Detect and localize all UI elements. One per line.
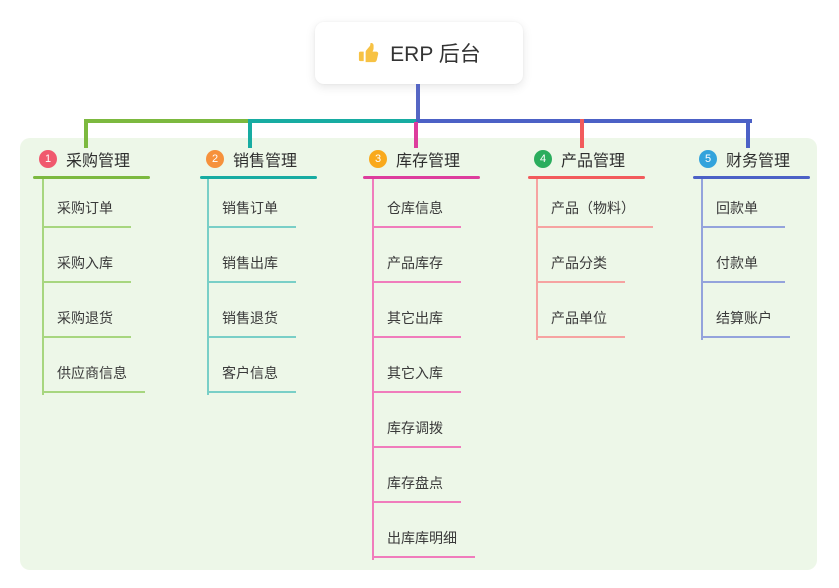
branch-children: 仓库信息产品库存其它出库其它入库库存调拨库存盘点出库库明细 — [372, 173, 475, 558]
branch-children: 回款单付款单结算账户 — [701, 173, 790, 338]
root-node[interactable]: ERP 后台 — [315, 22, 523, 84]
branch-node[interactable]: 5 财务管理 — [699, 148, 790, 170]
child-node[interactable]: 出库库明细 — [372, 503, 475, 558]
connector-horizontal-purchase — [86, 119, 252, 123]
branch-children: 产品（物料） 产品分类产品单位 — [536, 173, 653, 338]
child-node-label: 结算账户 — [716, 310, 772, 326]
connector-children-spine — [536, 179, 538, 340]
branch-children: 销售订单销售出库销售退货客户信息 — [207, 173, 296, 393]
child-node-label: 产品（物料） — [551, 200, 635, 216]
child-node[interactable]: 客户信息 — [207, 338, 296, 393]
child-node-label: 采购退货 — [57, 310, 113, 326]
connector-root-vertical — [416, 84, 420, 123]
child-node[interactable]: 产品（物料） — [536, 173, 653, 228]
child-node[interactable]: 采购退货 — [42, 283, 131, 338]
root-node-label: ERP 后台 — [390, 43, 481, 66]
branch-node[interactable]: 1 采购管理 — [39, 148, 130, 170]
branch-node[interactable]: 2 销售管理 — [206, 148, 297, 170]
child-node-label: 库存调拨 — [387, 420, 443, 436]
branch-children: 采购订单采购入库采购退货供应商信息 — [42, 173, 145, 393]
child-node[interactable]: 其它入库 — [372, 338, 461, 393]
branch-underline — [528, 176, 645, 179]
child-node[interactable]: 销售退货 — [207, 283, 296, 338]
connector-drop-branch-4 — [580, 119, 584, 148]
connector-drop-branch-3 — [414, 122, 418, 148]
branch-underline — [200, 176, 317, 179]
branch-underline — [693, 176, 810, 179]
branch-node-label: 库存管理 — [396, 153, 461, 170]
branch-underline — [33, 176, 150, 179]
branch-number-badge: 4 — [534, 150, 552, 168]
child-node[interactable]: 回款单 — [701, 173, 785, 228]
child-node-label: 产品单位 — [551, 310, 607, 326]
branch-node-label: 财务管理 — [726, 153, 791, 170]
thumbs-up-icon — [357, 42, 380, 65]
child-node-label: 采购订单 — [57, 200, 113, 216]
branch-number-badge: 2 — [206, 150, 224, 168]
child-node-label: 仓库信息 — [387, 200, 443, 216]
child-node-label: 销售订单 — [222, 200, 278, 216]
child-node[interactable]: 销售订单 — [207, 173, 296, 228]
child-node-label: 其它出库 — [387, 310, 443, 326]
child-node[interactable]: 产品分类 — [536, 228, 625, 283]
connector-children-spine — [372, 179, 374, 560]
branch-node[interactable]: 3 库存管理 — [369, 148, 460, 170]
child-node-label: 销售出库 — [222, 255, 278, 271]
connector-children-spine — [42, 179, 44, 395]
child-node[interactable]: 产品单位 — [536, 283, 625, 338]
child-node[interactable]: 销售出库 — [207, 228, 296, 283]
branch-node[interactable]: 4 产品管理 — [534, 148, 625, 170]
child-node-label: 产品库存 — [387, 255, 443, 271]
child-node-label: 销售退货 — [222, 310, 278, 326]
connector-drop-branch-2 — [248, 119, 252, 148]
child-node-label: 供应商信息 — [57, 365, 127, 381]
child-node[interactable]: 库存调拨 — [372, 393, 461, 448]
child-node[interactable]: 供应商信息 — [42, 338, 145, 393]
child-node-label: 产品分类 — [551, 255, 607, 271]
branch-node-label: 销售管理 — [233, 153, 298, 170]
child-node[interactable]: 其它出库 — [372, 283, 461, 338]
child-node-label: 客户信息 — [222, 365, 278, 381]
connector-children-spine — [701, 179, 703, 340]
child-node[interactable]: 库存盘点 — [372, 448, 461, 503]
branch-node-label: 产品管理 — [561, 153, 626, 170]
child-node-label: 库存盘点 — [387, 475, 443, 491]
child-node-label: 出库库明细 — [387, 530, 457, 546]
branch-number-badge: 1 — [39, 150, 57, 168]
branch-number-badge: 3 — [369, 150, 387, 168]
connector-horizontal-sales — [250, 119, 420, 123]
connector-horizontal-finance — [416, 119, 752, 123]
child-node[interactable]: 采购订单 — [42, 173, 131, 228]
child-node-label: 付款单 — [716, 255, 758, 271]
child-node-label: 采购入库 — [57, 255, 113, 271]
child-node[interactable]: 付款单 — [701, 228, 785, 283]
child-node[interactable]: 产品库存 — [372, 228, 461, 283]
connector-children-spine — [207, 179, 209, 395]
child-node[interactable]: 结算账户 — [701, 283, 790, 338]
child-node-label: 其它入库 — [387, 365, 443, 381]
child-node[interactable]: 采购入库 — [42, 228, 131, 283]
branch-underline — [363, 176, 480, 179]
child-node-label: 回款单 — [716, 200, 758, 216]
branches-panel — [20, 138, 817, 570]
branch-number-badge: 5 — [699, 150, 717, 168]
branch-node-label: 采购管理 — [66, 153, 131, 170]
connector-drop-branch-5 — [746, 119, 750, 148]
connector-drop-branch-1 — [84, 119, 88, 148]
child-node[interactable]: 仓库信息 — [372, 173, 461, 228]
